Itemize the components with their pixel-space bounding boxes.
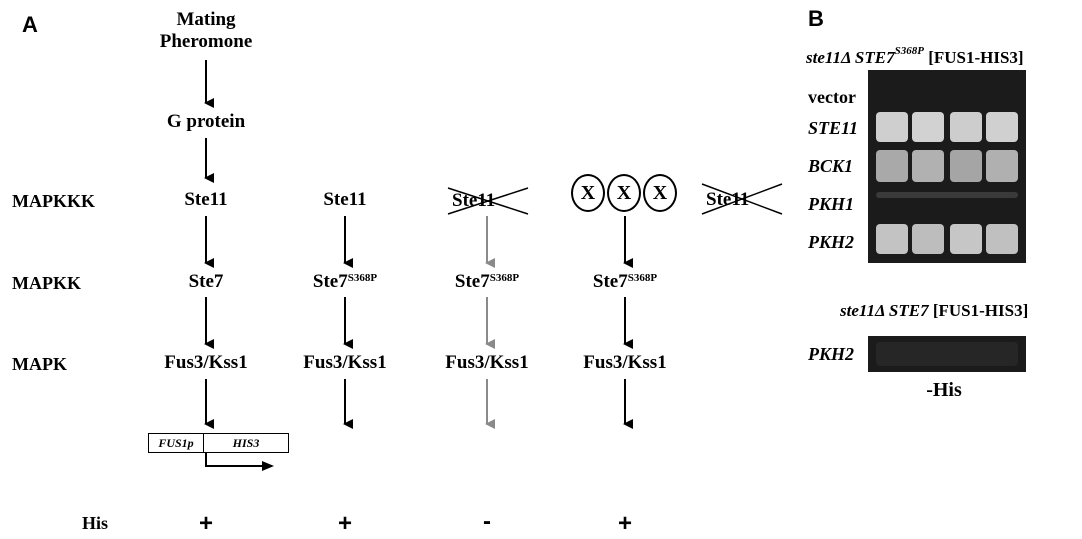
colony-streak: [986, 224, 1018, 254]
col4-x-circle-1: X: [571, 174, 605, 212]
row-label-his: His: [82, 513, 109, 533]
col3-mapkkk: Ste11: [452, 190, 496, 211]
col3-mapk: Fus3/Kss1: [445, 352, 529, 373]
mating-label-line1: Mating: [176, 9, 236, 30]
colony-streak: [950, 112, 982, 142]
row-label-mapkk: MAPKK: [12, 273, 81, 293]
colony-streak: [912, 224, 944, 254]
extra-mapkkk-crossed: Ste11: [700, 182, 784, 216]
row-label-mapkkk: MAPKKK: [12, 191, 95, 211]
blot-row-label-pkh2: PKH2: [808, 232, 855, 252]
lower-blot-image: [868, 336, 1026, 372]
col2-his-result: +: [337, 510, 353, 537]
col2-mapkkk: Ste11: [323, 189, 367, 210]
colony-streak: [876, 224, 908, 254]
colony-streak: [876, 192, 1018, 198]
colony-streak: [950, 150, 982, 182]
colony-streak: [876, 112, 908, 142]
blot-row-label-vector: vector: [808, 87, 856, 107]
col4-mapkk: Ste7S368P: [592, 271, 658, 292]
colony-streak: [986, 150, 1018, 182]
col1-mapkkk: Ste11: [184, 189, 228, 210]
colony-streak: [876, 342, 1018, 366]
col4-mapk: Fus3/Kss1: [583, 352, 667, 373]
colony-streak: [986, 112, 1018, 142]
col4-x-circle-3: X: [643, 174, 677, 212]
g-protein-label: G protein: [166, 111, 246, 132]
col3-mapkk: Ste7S368P: [454, 271, 520, 292]
col4-his-result: +: [617, 510, 633, 537]
upper-blot-image: [868, 70, 1026, 263]
colony-streak: [912, 150, 944, 182]
col2-mapkk: Ste7S368P: [312, 271, 378, 292]
blot-row-label-ste11: STE11: [808, 118, 859, 138]
cross-mark: [701, 183, 783, 215]
col1-mapk: Fus3/Kss1: [164, 352, 248, 373]
col1-his-result: +: [198, 510, 214, 537]
reporter-gene-box: HIS3: [203, 433, 289, 453]
lower-blot-title: ste11Δ STE7 [FUS1-HIS3]: [840, 301, 1029, 320]
extra-mapkkk: Ste11: [706, 189, 750, 210]
condition-label: -His: [926, 379, 962, 401]
colony-streak: [950, 224, 982, 254]
row-label-mapk: MAPK: [12, 354, 67, 374]
colony-streak: [876, 150, 908, 182]
col3-mapkkk-crossed: Ste11: [446, 186, 530, 216]
upper-blot-title: ste11Δ STE7S368P [FUS1-HIS3]: [806, 45, 1024, 67]
panel-b-letter: B: [808, 6, 824, 31]
col4-x-circle-2: X: [607, 174, 641, 212]
colony-streak: [912, 112, 944, 142]
cross-mark: [447, 187, 529, 215]
mating-label-line2: Pheromone: [159, 31, 253, 52]
transcription-arrow: [205, 453, 274, 471]
blot-row-label-pkh1: PKH1: [808, 194, 855, 214]
col3-his-result: -: [483, 508, 491, 535]
panel-a-letter: A: [22, 12, 38, 37]
blot-row-label-bck1: BCK1: [808, 156, 854, 176]
col2-mapk: Fus3/Kss1: [303, 352, 387, 373]
col1-mapkk: Ste7: [188, 271, 224, 292]
lower-blot-row-label-pkh2: PKH2: [808, 344, 855, 364]
